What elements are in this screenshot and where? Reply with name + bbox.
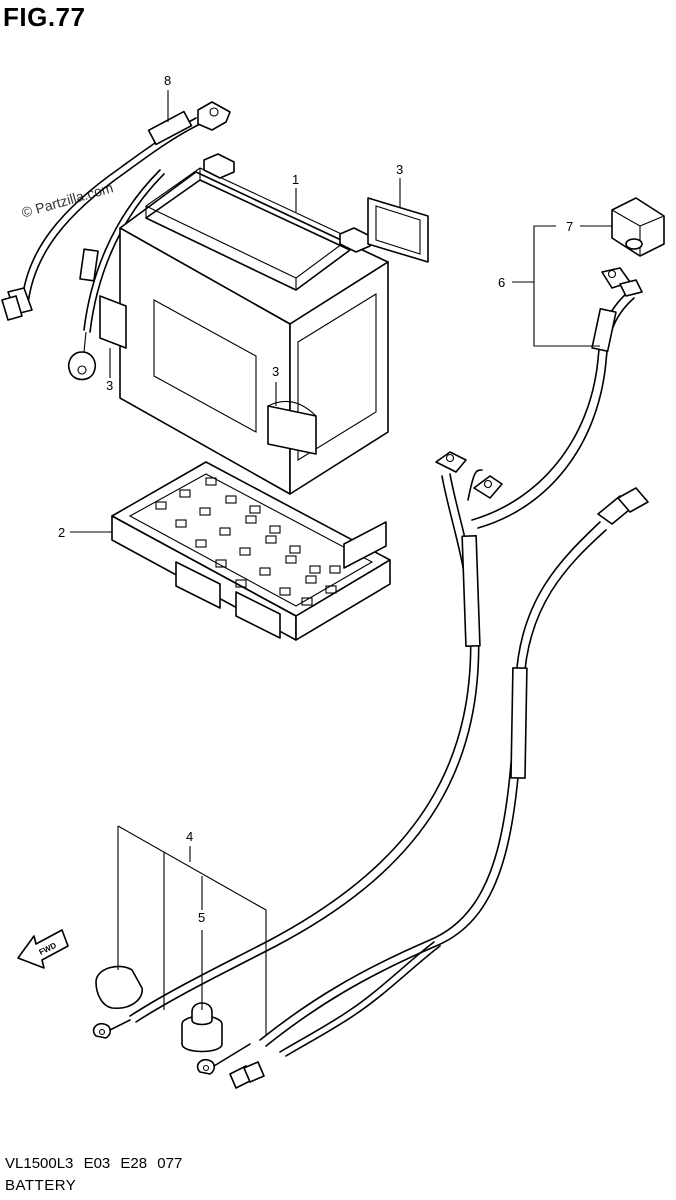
callout-7: 7: [566, 219, 612, 234]
callout-4: 4: [117, 825, 267, 1036]
callout-3b: 3: [106, 348, 113, 393]
svg-text:7: 7: [566, 219, 573, 234]
part-5-terminal-cover: [181, 1002, 223, 1053]
part-6-starter-lead: [471, 267, 643, 529]
part-7-terminal-cap: [611, 197, 665, 257]
callout-3a: 3: [396, 162, 403, 208]
fwd-arrow-icon: FWD: [17, 929, 69, 969]
svg-text:3: 3: [396, 162, 403, 177]
svg-text:1: 1: [292, 172, 299, 187]
callout-1: 1: [292, 172, 299, 212]
part-8-lead-wire: [1, 101, 231, 381]
callout-6: 6: [498, 225, 600, 347]
svg-text:8: 8: [164, 73, 171, 88]
callout-3c: 3: [272, 364, 279, 406]
part-boot-cover: [95, 965, 143, 1009]
part-2-battery-tray: [111, 461, 391, 641]
part-1-battery: [99, 153, 389, 495]
svg-text:6: 6: [498, 275, 505, 290]
figure-title: FIG.77: [3, 2, 86, 32]
svg-text:2: 2: [58, 525, 65, 540]
model-code: VL1500L3 E03 E28 077: [5, 1155, 183, 1172]
svg-text:4: 4: [186, 829, 193, 844]
part-3-pad-sheet: [367, 197, 429, 263]
svg-text:5: 5: [198, 910, 205, 925]
callout-5: 5: [198, 876, 205, 1010]
callout-2: 2: [58, 525, 112, 540]
section-name: BATTERY: [5, 1177, 77, 1194]
callout-8: 8: [164, 73, 171, 122]
svg-text:3: 3: [106, 378, 113, 393]
part-4-battery-cables: [92, 451, 649, 1089]
svg-text:3: 3: [272, 364, 279, 379]
